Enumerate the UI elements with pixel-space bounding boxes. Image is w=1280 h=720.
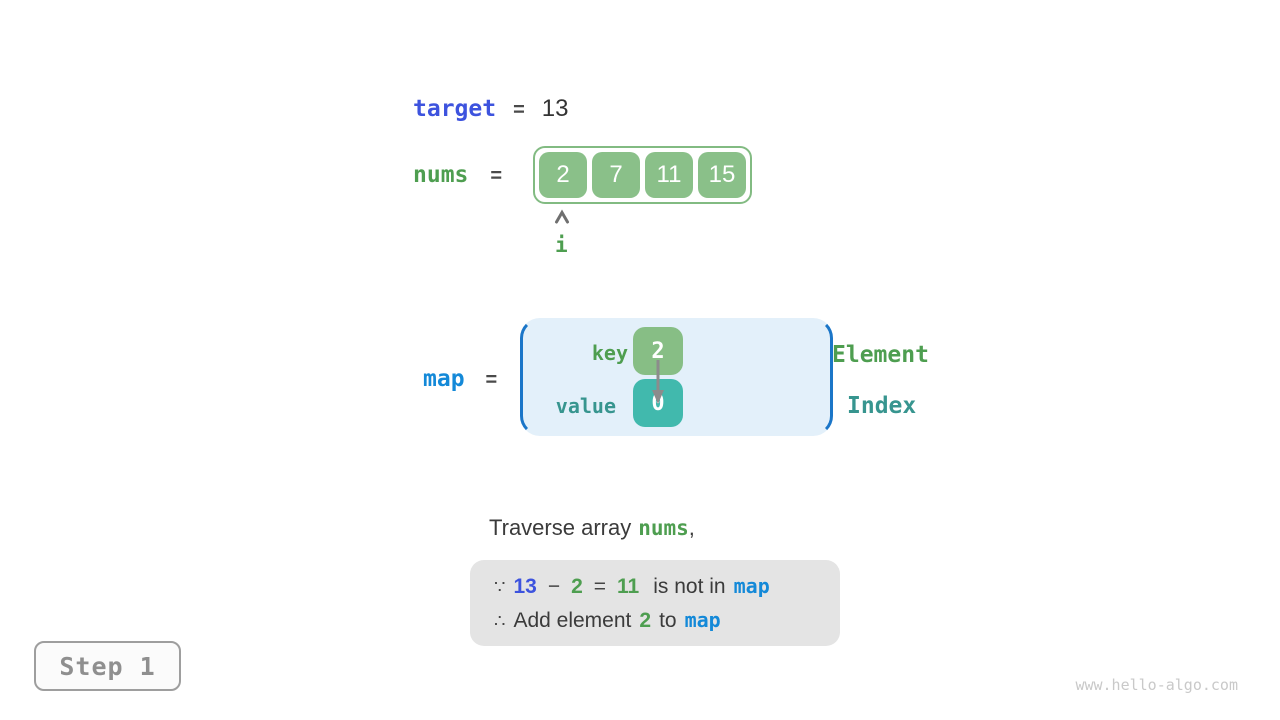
caption-nums-ref: nums [638,516,689,540]
map-ref: map [684,608,721,632]
subtrahend: 2 [571,575,583,598]
watermark: www.hello-algo.com [1075,676,1238,694]
map-left-bracket [520,318,546,436]
value-label: value [555,394,616,418]
reason-text-2: Add element [513,609,632,632]
index-pointer-label: i [555,233,568,257]
nums-label-row: nums = [413,162,502,188]
key-label: key [591,341,628,365]
element-annotation: Element [832,342,929,368]
nums-cell: 7 [592,152,640,198]
target-row: target = 13 [413,95,568,123]
step-badge: Step 1 [34,641,181,691]
added-value: 2 [639,609,652,632]
target-keyword: target [413,96,497,122]
nums-cell: 11 [645,152,693,198]
reason-line-2: ∴ Add element 2 to map [494,604,840,638]
therefore-symbol: ∴ [494,611,506,631]
because-symbol: ∵ [494,577,506,597]
index-annotation: Index [847,393,917,419]
pointer-caret-icon [554,209,570,225]
map-ref: map [733,574,770,598]
target-equals: = [513,99,525,121]
target-value: 13 [541,95,569,122]
reason-line-1: ∵ 13 − 2 = 11 is not in map [494,570,840,604]
nums-equals: = [490,165,503,187]
reason-box: ∵ 13 − 2 = 11 is not in map ∴ Add elemen… [470,560,840,646]
reason-text-1: is not in [653,575,726,598]
map-equals: = [485,369,498,391]
nums-cell: 15 [698,152,746,198]
map-label-row: map = [423,366,497,392]
minus-operator: − [547,575,561,598]
equals-operator: = [593,575,607,598]
difference: 11 [617,575,640,598]
reason-text-3: to [659,609,677,632]
key-to-value-arrow-icon [651,360,665,406]
map-container: key value 2 0 [520,318,833,436]
map-keyword: map [423,366,465,392]
caption-comma: , [688,515,695,540]
minuend: 13 [513,575,537,598]
nums-array: 2 7 11 15 [533,146,752,204]
caption-text: Traverse array [489,515,632,540]
map-right-bracket [807,318,833,436]
nums-cell: 2 [539,152,587,198]
caption: Traverse array nums , [489,515,695,541]
nums-keyword: nums [413,162,469,188]
